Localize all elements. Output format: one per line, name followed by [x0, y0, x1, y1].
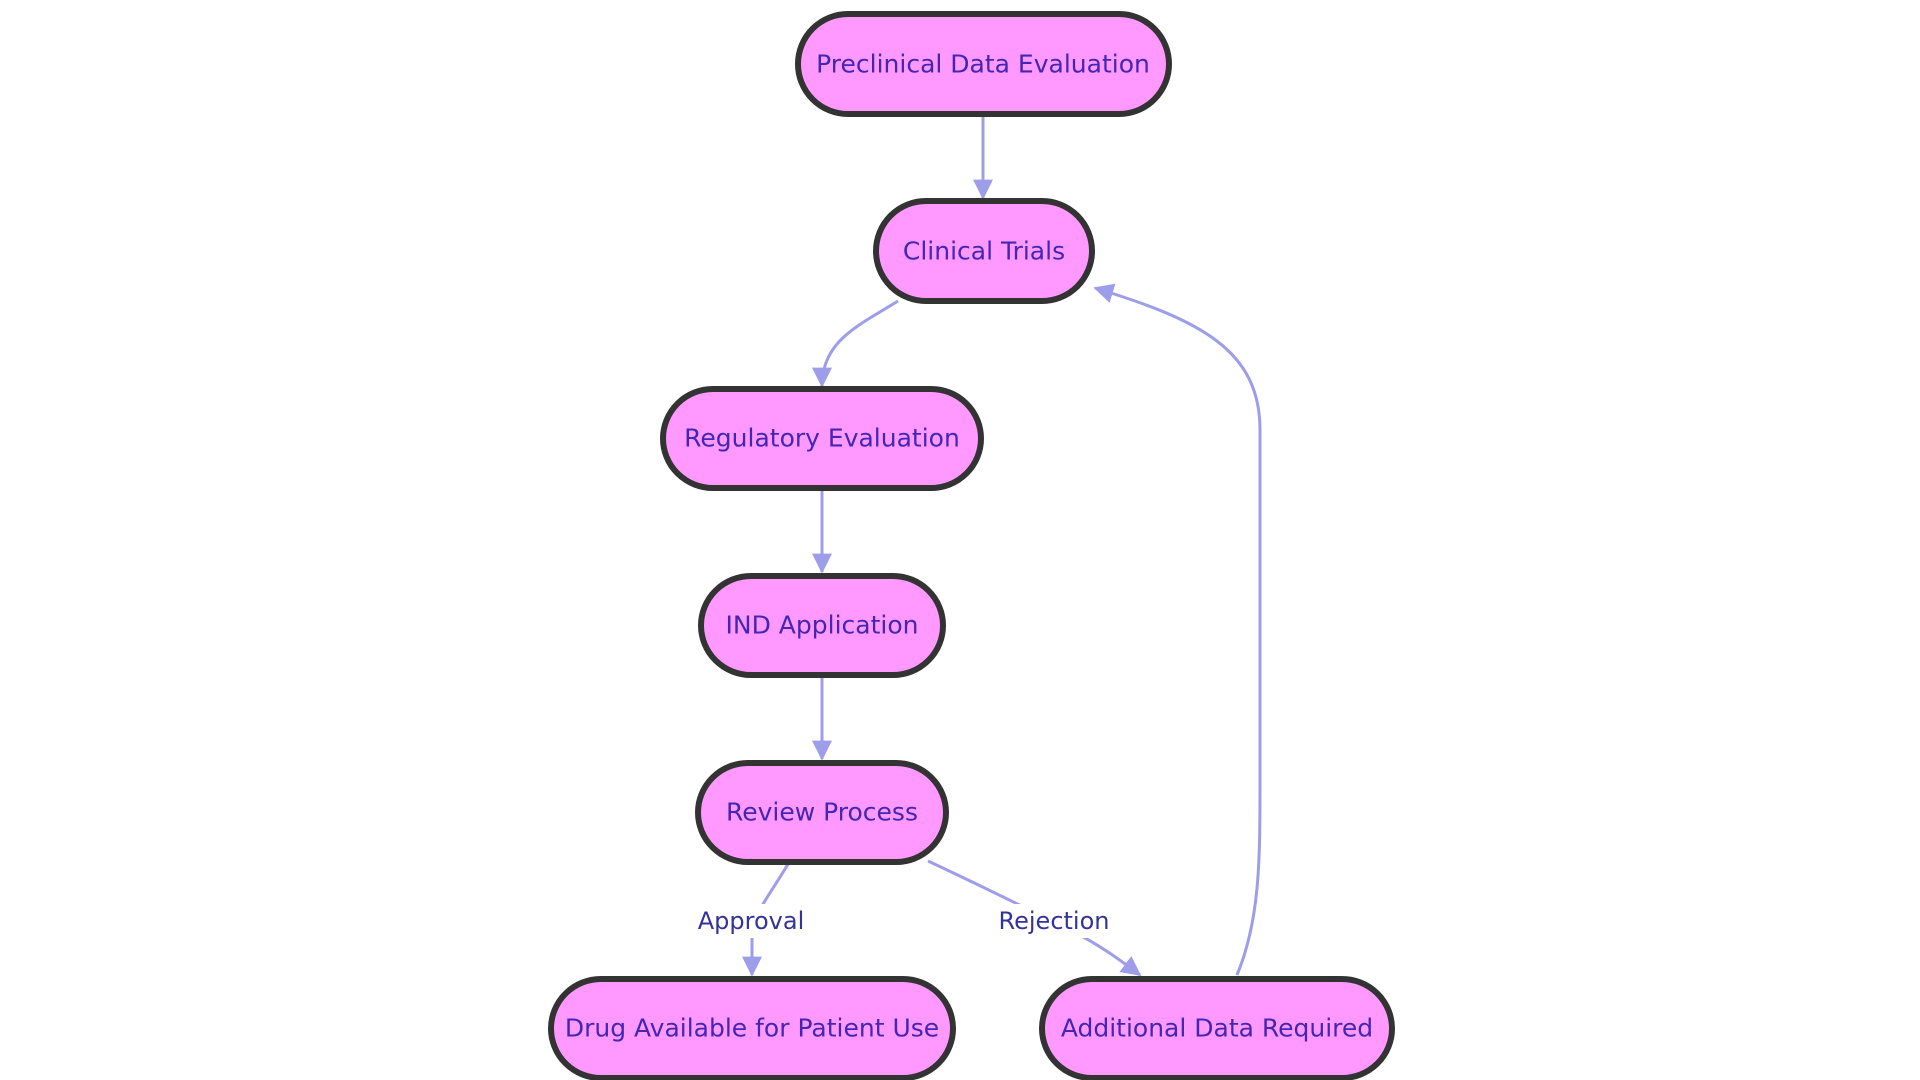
node-drug-shape: [548, 976, 956, 1080]
node-ind-application[interactable]: IND Application: [698, 573, 946, 678]
edge-label-approval-text: Approval: [698, 907, 805, 935]
node-clinical-trials[interactable]: Clinical Trials: [873, 198, 1095, 304]
node-ind-shape: [698, 573, 946, 678]
node-review-process[interactable]: Review Process: [695, 760, 949, 865]
edge-label-approval-bg: [695, 904, 807, 938]
node-review-shape: [695, 760, 949, 865]
node-regulatory-label: Regulatory Evaluation: [684, 424, 960, 453]
node-preclinical-data-evaluation[interactable]: Preclinical Data Evaluation: [795, 11, 1172, 117]
edge-clinical-to-regulatory: [812, 299, 899, 388]
node-review-label: Review Process: [726, 798, 918, 827]
edge-label-rejection-bg: [995, 904, 1113, 938]
node-clinical-shape: [873, 198, 1095, 304]
node-preclinical-shape: [795, 11, 1172, 117]
edge-label-rejection-text: Rejection: [999, 907, 1110, 935]
node-clinical-label: Clinical Trials: [903, 237, 1065, 266]
node-preclinical-label: Preclinical Data Evaluation: [816, 50, 1150, 79]
node-drug-label: Drug Available for Patient Use: [565, 1014, 939, 1043]
node-additional-shape: [1039, 976, 1395, 1080]
node-regulatory-evaluation[interactable]: Regulatory Evaluation: [660, 386, 984, 491]
edge-label-rejection: Rejection: [995, 904, 1113, 938]
node-additional-data-required[interactable]: Additional Data Required: [1039, 976, 1395, 1080]
edge-label-approval: Approval: [695, 904, 807, 938]
node-ind-label: IND Application: [726, 611, 919, 640]
node-additional-label: Additional Data Required: [1061, 1014, 1373, 1043]
node-regulatory-shape: [660, 386, 984, 491]
node-drug-available-for-patient-use[interactable]: Drug Available for Patient Use: [548, 976, 956, 1080]
edge-additional-to-clinical: [1093, 283, 1262, 976]
